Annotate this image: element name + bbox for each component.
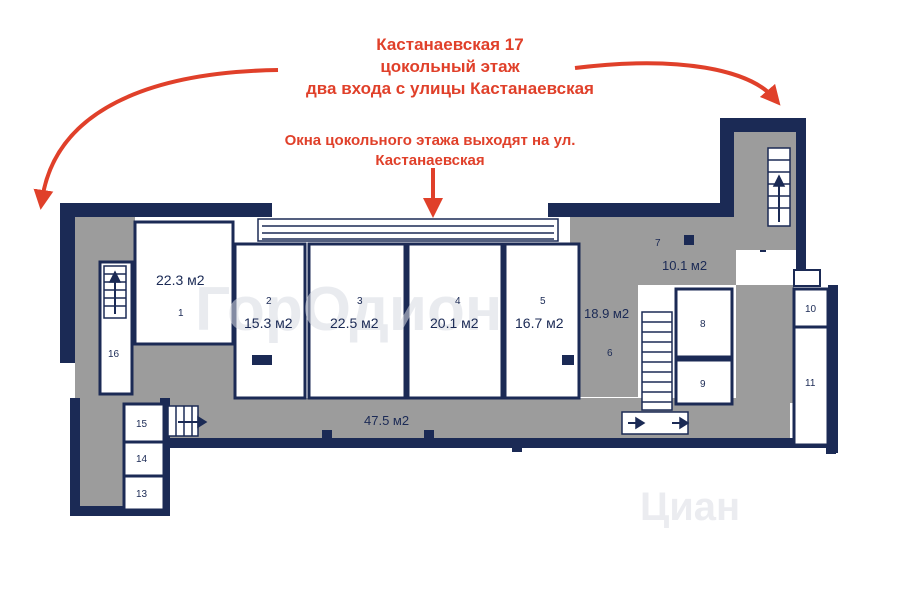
room-4 <box>406 242 504 400</box>
column <box>826 444 836 454</box>
room-2 <box>233 242 307 400</box>
room-5-area: 16.7 м2 <box>515 315 564 331</box>
watermark-left: ГорОдион <box>195 275 502 344</box>
room-16-number: 16 <box>108 349 120 360</box>
room-3-number: 3 <box>357 296 363 307</box>
right-entrance-arrow <box>574 61 781 106</box>
room-9 <box>674 358 734 406</box>
room-7-area: 10.1 м2 <box>662 258 707 273</box>
room-6-area: 18.9 м2 <box>584 306 629 321</box>
column <box>562 355 574 365</box>
corridor-area: 47.5 м2 <box>364 413 409 428</box>
windows-note-line1: Окна цокольного этажа выходят на ул. <box>284 132 576 149</box>
left-entrance-arrow <box>33 68 279 210</box>
room-4-area: 20.1 м2 <box>430 315 479 331</box>
room-1 <box>133 220 235 346</box>
stairs-center <box>621 311 690 435</box>
room-8 <box>674 287 734 359</box>
room-13 <box>122 474 166 512</box>
column <box>512 440 522 452</box>
room-14-number: 14 <box>136 454 148 465</box>
column <box>252 355 272 365</box>
stairs-bottom-left <box>167 405 208 437</box>
room-5-number: 5 <box>540 296 546 307</box>
column <box>424 430 434 442</box>
room-10 <box>792 287 830 329</box>
header-floor: цокольный этаж <box>380 57 520 76</box>
header-address: Кастанаевская 17 <box>376 35 524 54</box>
room-15-number: 15 <box>136 419 148 430</box>
room-3 <box>307 242 407 400</box>
room-1-number: 1 <box>178 308 184 319</box>
room-8-number: 8 <box>700 319 706 330</box>
room-2-area: 15.3 м2 <box>244 315 293 331</box>
windows-note-line2: Кастанаевская <box>375 152 485 169</box>
room-4-number: 4 <box>455 296 461 307</box>
watermark-right: Циан <box>640 485 740 529</box>
room-7-number: 7 <box>655 238 661 249</box>
room-3-area: 22.5 м2 <box>330 315 379 331</box>
room-11-number: 11 <box>805 378 816 389</box>
room-13-number: 13 <box>136 489 148 500</box>
room-2-number: 2 <box>266 296 272 307</box>
window-strip <box>257 218 559 242</box>
stairs-left <box>103 265 127 319</box>
column <box>684 235 694 245</box>
room-5 <box>503 242 581 400</box>
header-entrances: два входа с улицы Кастанаевская <box>306 79 594 98</box>
room-9-number: 9 <box>700 379 706 390</box>
room-1-area: 22.3 м2 <box>156 272 205 288</box>
stairs-right <box>767 147 791 227</box>
column <box>322 430 332 442</box>
room-11 <box>792 325 830 447</box>
room-10-number: 10 <box>805 304 817 315</box>
room-6-number: 6 <box>607 348 613 359</box>
